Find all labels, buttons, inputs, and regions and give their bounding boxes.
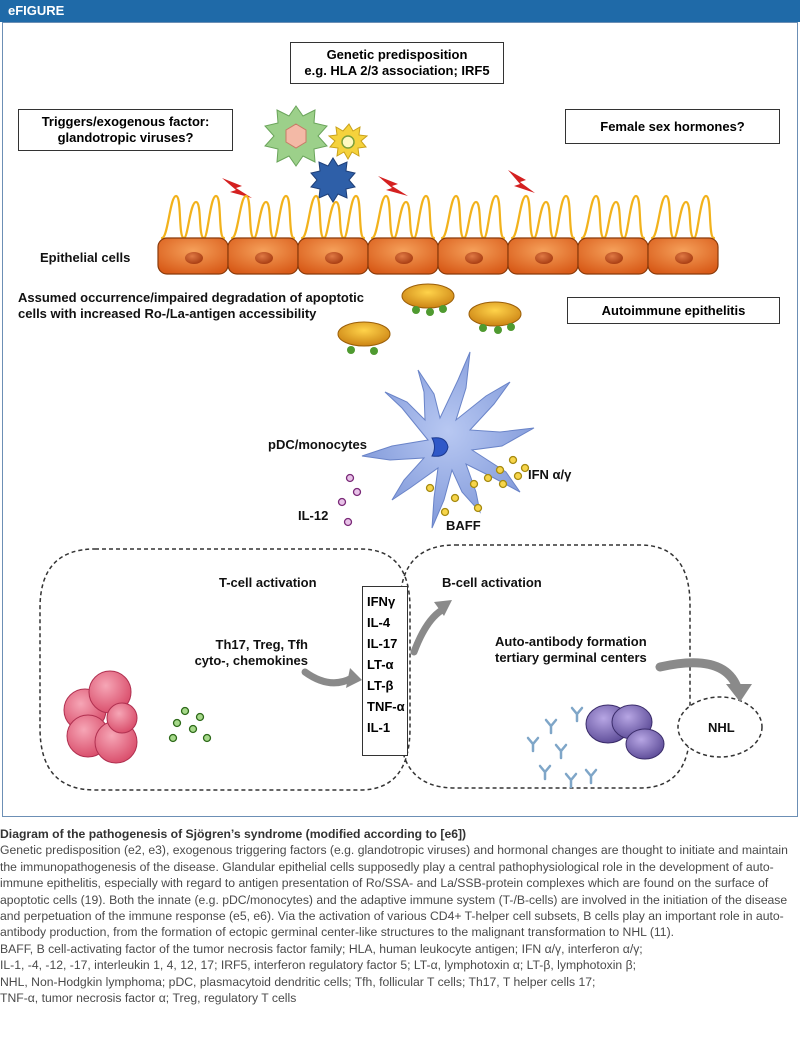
apoptotic-cells (337, 283, 522, 355)
antibody-icons (526, 706, 598, 789)
cytokine-item: IL-4 (367, 615, 391, 630)
ifn-label: IFN α/γ (528, 467, 572, 482)
pdc-label: pDC/monocytes (268, 437, 367, 452)
epithelitis-box: Autoimmune epithelitis (567, 297, 780, 324)
arrow-head-t (346, 668, 362, 688)
genetic-line2: e.g. HLA 2/3 association; IRF5 (304, 63, 490, 78)
microvilli (440, 194, 506, 240)
baff-dots (425, 483, 483, 517)
epithelial-cell-layer (157, 194, 719, 275)
cell-nucleus (255, 252, 273, 264)
microvilli (510, 194, 576, 240)
arrow-head-b (434, 600, 452, 616)
epithelitis-text: Autoimmune epithelitis (601, 302, 746, 318)
cytokine-item: LT-α (367, 657, 394, 672)
epithelial-cells-label: Epithelial cells (40, 250, 131, 265)
virus-yellow-icon (327, 123, 369, 161)
caption-abbrev-3: NHL, Non-Hodgkin lymphoma; pDC, plasmacy… (0, 974, 596, 989)
arrow-head-nhl (726, 684, 752, 702)
ifn-dots (469, 455, 530, 489)
th-line1: Th17, Treg, Tfh (215, 637, 308, 652)
virus-green-icon (264, 105, 328, 167)
pdc-cell (361, 351, 535, 529)
cytokine-item: IL-17 (367, 636, 398, 651)
triggers-box: Triggers/exogenous factor: glandotropic … (18, 109, 233, 151)
caption-body: Genetic predisposition (e2, e3), exogeno… (0, 843, 788, 940)
auto-antibody-label: Auto-antibody formation tertiary germina… (495, 634, 647, 666)
microvilli (230, 194, 296, 240)
auto-line2: tertiary germinal centers (495, 650, 647, 665)
baff-label: BAFF (446, 518, 481, 533)
cytokine-item: IL-1 (367, 720, 391, 735)
th-line2: cyto-, chemokines (194, 653, 308, 668)
hormones-text: Female sex hormones? (600, 118, 745, 134)
apoptotic-line2: cells with increased Ro-/La-antigen acce… (18, 306, 317, 321)
t-cell-region (39, 548, 411, 791)
cell-nucleus (465, 252, 483, 264)
t-cell-activation-label: T-cell activation (219, 575, 317, 590)
t-cell-cytokine-dots (168, 706, 212, 743)
apoptotic-line1: Assumed occurrence/impaired degradation … (18, 290, 365, 305)
figure-caption: Diagram of the pathogenesis of Sjögren’s… (0, 826, 800, 1006)
genetic-predisposition-box: Genetic predisposition e.g. HLA 2/3 asso… (290, 42, 504, 84)
figure-frame (2, 22, 798, 817)
il12-dots (337, 473, 362, 527)
th-subsets-label: Th17, Treg, Tfh cyto-, chemokines (178, 637, 308, 669)
t-cell-cluster (63, 670, 138, 764)
arrow-t-to-cytokines (301, 668, 356, 687)
apoptotic-label: Assumed occurrence/impaired degradation … (18, 290, 378, 322)
auto-line1: Auto-antibody formation (495, 634, 647, 649)
il12-label: IL-12 (298, 508, 329, 523)
cell-nucleus (605, 252, 623, 264)
cell-nucleus (395, 252, 413, 264)
microvilli (300, 194, 366, 240)
figure-header: eFIGURE (0, 0, 800, 22)
hormones-box: Female sex hormones? (565, 109, 780, 144)
arrow-to-nhl (655, 658, 743, 695)
genetic-line1: Genetic predisposition (326, 47, 468, 62)
caption-abbrev-4: TNF-α, tumor necrosis factor α; Treg, re… (0, 991, 297, 1006)
lightning-icon (222, 170, 535, 198)
cytokine-list-box: IFNγ IL-4 IL-17 LT-α LT-β TNF-α IL-1 (362, 586, 408, 756)
microvilli (580, 194, 646, 240)
triggers-line2: glandotropic viruses? (57, 130, 194, 145)
b-cell-cluster (585, 704, 665, 760)
caption-title: Diagram of the pathogenesis of Sjögren’s… (0, 827, 467, 841)
nhl-label: NHL (708, 720, 735, 735)
microvilli (650, 194, 716, 240)
cell-nucleus (325, 252, 343, 264)
arrow-cytokines-to-b (410, 606, 446, 656)
cytokine-item: IFNγ (367, 594, 396, 609)
cytokine-item: LT-β (367, 678, 394, 693)
caption-abbrev-1: BAFF, B cell-activating factor of the tu… (0, 941, 643, 956)
triggers-line1: Triggers/exogenous factor: (41, 114, 210, 129)
cytokine-item: TNF-α (367, 699, 405, 714)
cell-nucleus (675, 252, 693, 264)
nhl-region (677, 696, 763, 758)
microvilli (160, 194, 226, 240)
virus-blue-icon (310, 157, 356, 203)
b-cell-activation-label: B-cell activation (442, 575, 542, 590)
cell-nucleus (535, 252, 553, 264)
cell-nucleus (185, 252, 203, 264)
caption-abbrev-2: IL-1, -4, -12, -17, interleukin 1, 4, 12… (0, 958, 636, 973)
microvilli (370, 194, 436, 240)
